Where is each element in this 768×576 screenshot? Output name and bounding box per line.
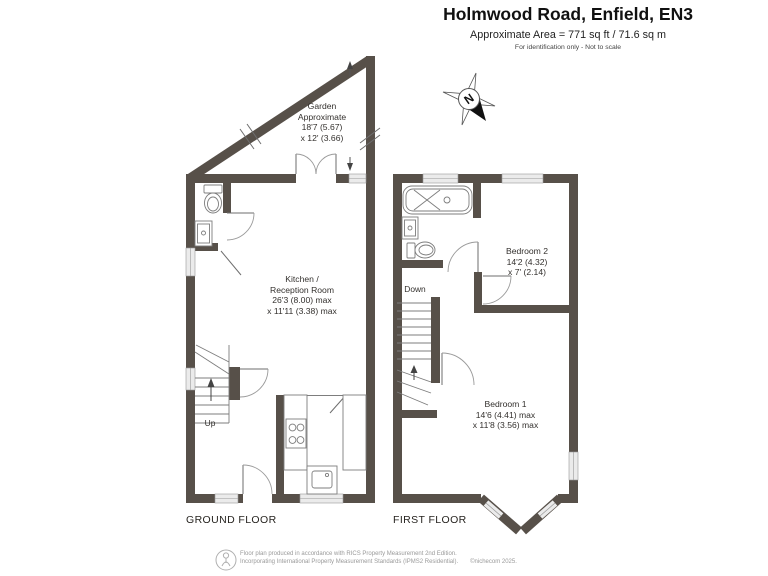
bay-window bbox=[478, 494, 563, 535]
garden-boundary bbox=[187, 56, 381, 182]
gf-windows bbox=[185, 173, 367, 504]
approximate-area: Approximate Area = 771 sq ft / 71.6 sq m bbox=[470, 29, 666, 41]
stairs-down-label: Down bbox=[404, 284, 426, 294]
ff-doors bbox=[441, 241, 512, 386]
garden-measure-arrows bbox=[347, 61, 353, 171]
first-floor-label: FIRST FLOOR bbox=[393, 514, 467, 526]
header: Holmwood Road, Enfield, EN3 Approximate … bbox=[382, 4, 754, 51]
up-arrow-icon bbox=[207, 378, 215, 387]
garden-label: Garden Approximate 18'7 (5.67) x 12' (3.… bbox=[297, 101, 347, 143]
ground-floor-label: GROUND FLOOR bbox=[186, 514, 277, 526]
ff-stairs bbox=[396, 302, 432, 406]
kitchen-reception-label: Kitchen / Reception Room 26'3 (8.00) max… bbox=[267, 274, 337, 316]
ff-toilet-icon bbox=[406, 241, 436, 259]
gf-walls bbox=[186, 174, 375, 503]
bedroom-1-label: Bedroom 1 14'6 (4.41) max x 11'8 (3.56) … bbox=[472, 399, 539, 431]
page-title: Holmwood Road, Enfield, EN3 bbox=[443, 4, 693, 24]
bathtub-icon bbox=[402, 185, 473, 215]
disclaimer: Floor plan produced in accordance with R… bbox=[240, 550, 517, 566]
bedroom-2-label: Bedroom 2 14'2 (4.32) x 7' (2.14) bbox=[505, 246, 549, 278]
disclaimer-line-1: Floor plan produced in accordance with R… bbox=[240, 551, 457, 557]
down-arrow-icon bbox=[410, 365, 418, 373]
copyright: ©nichecom 2025. bbox=[470, 559, 517, 565]
ff-walls bbox=[393, 174, 578, 503]
hob-icon bbox=[285, 418, 307, 449]
kitchen-sink-icon bbox=[306, 465, 338, 495]
gf-basin-icon bbox=[194, 220, 213, 247]
ff-windows bbox=[422, 173, 579, 481]
compass-icon: N bbox=[442, 72, 496, 126]
nichecom-logo-icon bbox=[215, 549, 237, 571]
gf-stairs bbox=[194, 344, 230, 424]
disclaimer-line-2: Incorporating International Property Mea… bbox=[240, 559, 459, 565]
ff-basin-icon bbox=[401, 216, 419, 240]
identification-note: For identification only - Not to scale bbox=[514, 44, 622, 51]
stairs-up-label: Up bbox=[204, 418, 216, 428]
gf-toilet-icon bbox=[203, 184, 223, 214]
